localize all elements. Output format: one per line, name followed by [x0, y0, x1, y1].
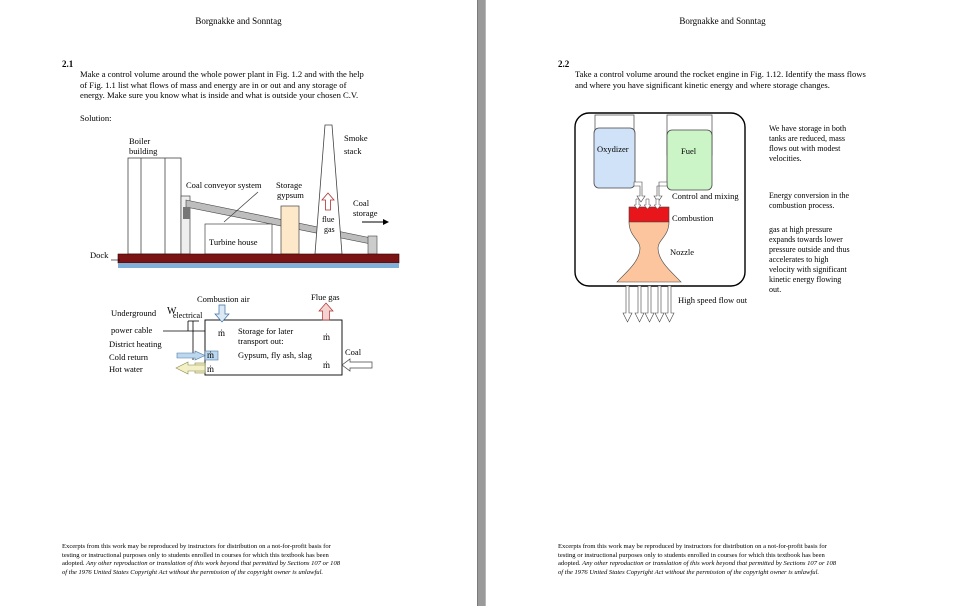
label-fuel: Fuel [681, 146, 697, 156]
label-cold-return: Cold return [109, 352, 149, 362]
page-header: Borgnakke and Sonntag [195, 16, 282, 26]
label-combustion-air: Combustion air [197, 294, 250, 304]
label-flue: flue [322, 215, 335, 224]
label-power-cable: power cable [111, 325, 153, 335]
note-line: kinetic energy flowing [769, 275, 842, 284]
label-coal-storage: storage [353, 208, 378, 218]
label-turbine-house: Turbine house [209, 237, 258, 247]
footer-line: Excerpts from this work may be reproduce… [558, 543, 827, 550]
label-control-mixing: Control and mixing [672, 191, 739, 201]
injector-arrows-icon [633, 198, 662, 210]
label-stack: stack [344, 146, 362, 156]
label-oxydizer: Oxydizer [597, 144, 629, 154]
coal-storage-arrow-icon [362, 219, 389, 225]
label-w-dot: W [167, 306, 177, 317]
problem-text-line: Take a control volume around the rocket … [575, 69, 866, 79]
footer-line: of the 1976 United States Copyright Act … [62, 568, 324, 576]
flue-gas-out-arrow-icon [318, 302, 334, 321]
note-line: velocities. [769, 154, 802, 163]
label-boiler: Boiler [129, 136, 150, 146]
combustion-chamber [628, 206, 670, 223]
problem-text-line: of Fig. 1.1 list what flows of mass and … [80, 79, 347, 90]
note-energy: Energy conversion in the combustion proc… [769, 191, 949, 211]
footer-line: adopted. Any other reproduction or trans… [558, 560, 837, 568]
label-building: building [129, 146, 158, 156]
control-volume-box [204, 319, 343, 376]
label-flue-gas: Flue gas [311, 292, 340, 302]
label-gas: gas [324, 225, 335, 234]
note-line: pressure outside and thus [769, 245, 850, 254]
label-gypsum: gypsum [277, 190, 304, 200]
page-divider [477, 0, 486, 606]
coal-in-arrow-icon [341, 358, 373, 372]
m-dot-coal: ṁ [323, 360, 330, 370]
problem-text-line: energy. Make sure you know what is insid… [80, 90, 359, 101]
note-line: combustion process. [769, 201, 835, 210]
footer-line: adopted. Any other reproduction or trans… [62, 560, 341, 568]
label-nozzle: Nozzle [670, 247, 694, 257]
label-underground: Underground [111, 308, 157, 318]
m-dot-hot: ṁ [207, 364, 214, 374]
flue-gas-arrow-icon [321, 192, 335, 211]
note-line: expands towards lower [769, 235, 843, 244]
note-line: accelerates to high [769, 255, 829, 264]
problem-text-line: and where you have significant kinetic e… [575, 79, 830, 90]
label-storage: Storage [276, 180, 302, 190]
label-combustion: Combustion [672, 213, 714, 223]
note-line: We have storage in both [769, 124, 847, 133]
hot-water-arrow-icon [175, 361, 206, 375]
m-dot-air: ṁ [218, 328, 225, 338]
note-storage: We have storage in both tanks are reduce… [769, 124, 949, 164]
label-high-speed: High speed flow out [678, 295, 748, 305]
problem-number: 2.2 [558, 59, 570, 69]
problem-text: Make a control volume around the whole p… [80, 69, 470, 101]
outflow-arrows-icon [622, 285, 675, 323]
m-dot-flue: ṁ [323, 332, 330, 342]
m-dot-cold: ṁ [207, 350, 214, 360]
rocket-diagram: Oxydizer Fuel Control and mixing Combust… [574, 112, 748, 323]
label-coal: Coal [353, 198, 370, 208]
note-line: velocity with significant [769, 265, 847, 274]
footer-line: testing or instructional purposes only t… [62, 551, 329, 559]
nozzle [616, 221, 682, 283]
label-coal-conveyor: Coal conveyor system [186, 180, 262, 190]
note-line: flows out with modest [769, 144, 841, 153]
label-smoke: Smoke [344, 133, 368, 143]
problem-text-line: Make a control volume around the whole p… [80, 69, 364, 79]
control-volume-diagram: Underground W electrical power cable Dis… [109, 292, 373, 376]
label-dock: Dock [90, 250, 109, 260]
note-line: tanks are reduced, mass [769, 134, 845, 143]
label-coal-in: Coal [345, 347, 362, 357]
note-line: out. [769, 285, 782, 294]
label-hot-water: Hot water [109, 364, 143, 374]
label-electrical: electrical [173, 311, 203, 320]
footer-line: testing or instructional purposes only t… [558, 551, 825, 559]
oxydizer-tank [593, 114, 636, 189]
page-header: Borgnakke and Sonntag [679, 16, 766, 26]
boiler-building [127, 157, 182, 255]
dock-water [118, 263, 399, 268]
storage-text-line: Gypsum, fly ash, slag [238, 350, 313, 360]
storage-text-line: Storage for later [238, 326, 293, 336]
problem-text: Take a control volume around the rocket … [575, 69, 955, 90]
note-line: gas at high pressure [769, 225, 833, 234]
copyright-footer: Excerpts from this work may be reproduce… [62, 543, 472, 577]
storage-text-line: transport out: [238, 336, 284, 346]
copyright-footer: Excerpts from this work may be reproduce… [558, 543, 958, 577]
label-district-heating: District heating [109, 339, 162, 349]
combustion-air-arrow-icon [214, 304, 230, 323]
problem-number: 2.1 [62, 59, 74, 69]
cold-return-arrow-icon [176, 350, 219, 361]
solution-label: Solution: [80, 113, 112, 123]
fuel-tank [666, 114, 713, 191]
left-page: Borgnakke and Sonntag 2.1 Make a control… [0, 0, 477, 606]
note-gas: gas at high pressure expands towards low… [769, 225, 949, 295]
power-plant-diagram: Boiler building Coal conveyor system Sto… [90, 124, 400, 268]
note-line: Energy conversion in the [769, 191, 850, 200]
footer-line: Excerpts from this work may be reproduce… [62, 543, 331, 550]
footer-line: of the 1976 United States Copyright Act … [558, 568, 820, 576]
right-page: Borgnakke and Sonntag 2.2 Take a control… [486, 0, 959, 606]
